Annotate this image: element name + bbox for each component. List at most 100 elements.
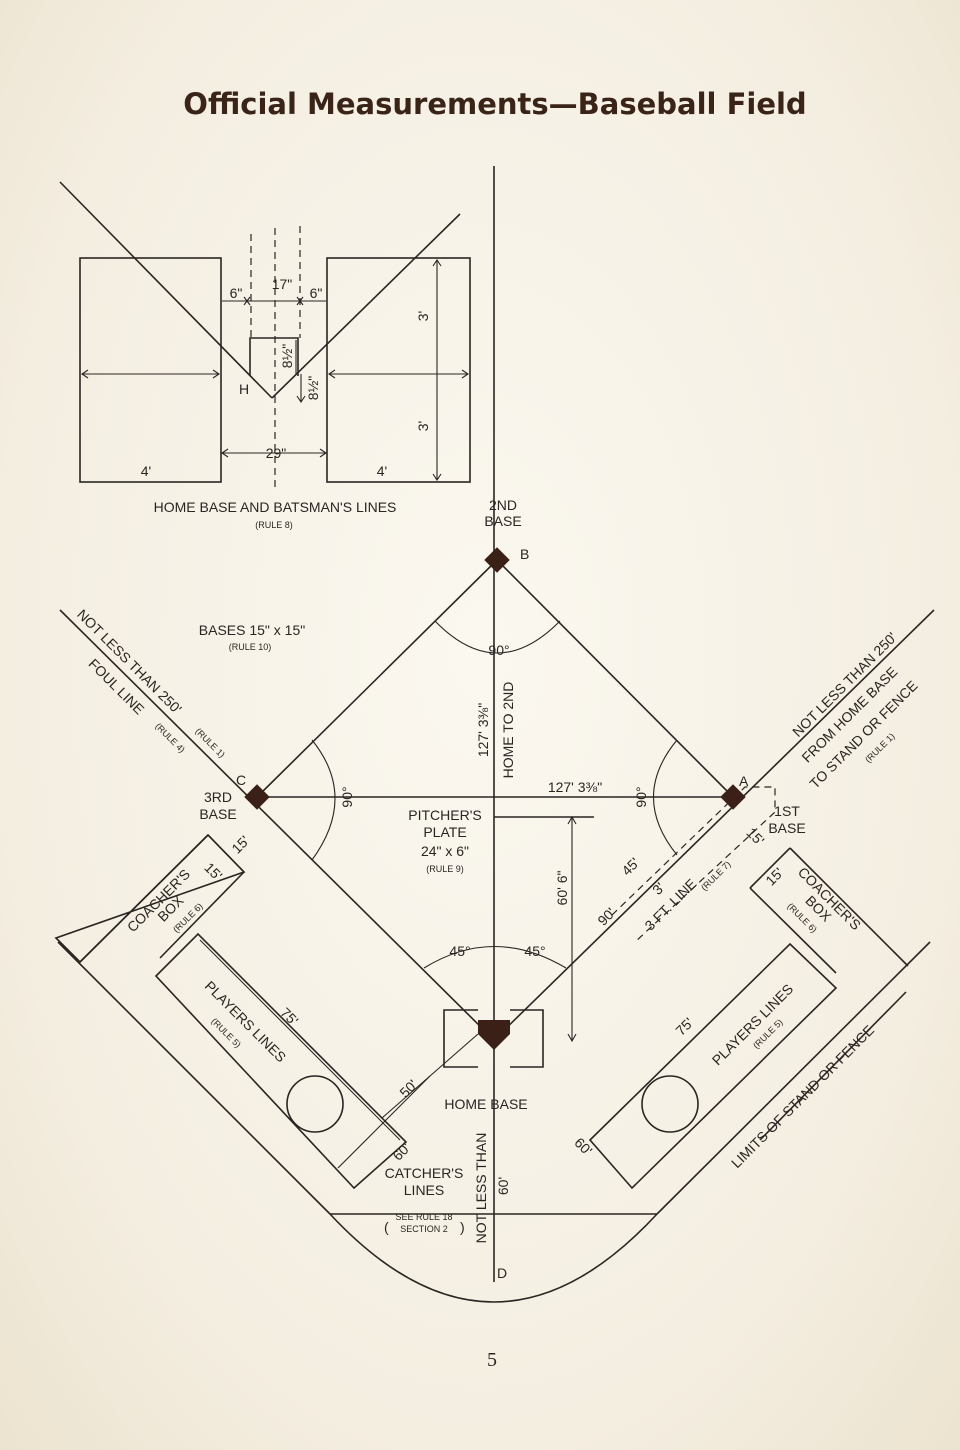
players-dim-left bbox=[199, 939, 401, 1141]
inset-dim-3-bottom: 3' bbox=[415, 421, 431, 431]
inset-dim-6-right: 6" bbox=[310, 285, 323, 301]
on-deck-circle-right bbox=[641, 1075, 699, 1133]
second-base-letter: B bbox=[520, 546, 529, 562]
third-base bbox=[244, 784, 270, 810]
angle-90-top: 90° bbox=[488, 642, 509, 658]
three-ft-dim-45: 45' bbox=[618, 854, 642, 878]
angle-45-left: 45° bbox=[449, 943, 470, 959]
home-plate bbox=[478, 1020, 510, 1050]
angle-45-right: 45° bbox=[524, 943, 545, 959]
limits-label: LIMITS OF STAND OR FENCE bbox=[728, 1022, 877, 1171]
catchers-lines-line2: LINES bbox=[404, 1182, 444, 1198]
players-right-dim: 75' bbox=[672, 1014, 696, 1038]
field-labels: 2ND BASE B 3RD BASE C 1ST BASE A HOME BA… bbox=[74, 497, 920, 1281]
inset-dim-4-right: 4' bbox=[377, 463, 387, 479]
dist-127-vertical: 127' 3⅜" bbox=[475, 703, 491, 757]
coach-right-dim-a: 15' bbox=[743, 824, 767, 848]
third-base-letter: C bbox=[236, 772, 246, 788]
three-ft-dim-3: 3' bbox=[649, 879, 668, 898]
players-lines-right-box bbox=[588, 942, 838, 1190]
coach-box-right-bottom bbox=[749, 887, 837, 974]
pitchers-plate-line1: PITCHER'S bbox=[408, 807, 481, 823]
page-number: 5 bbox=[487, 1349, 497, 1371]
dist-60-left: 60' bbox=[389, 1139, 413, 1163]
three-ft-line bbox=[611, 786, 776, 943]
inset-dim-8half-a: 8½" bbox=[279, 344, 295, 368]
angle-arc-right bbox=[652, 739, 678, 856]
inset-caption: HOME BASE AND BATSMAN'S LINES bbox=[154, 499, 397, 515]
first-base-line1: 1ST bbox=[774, 803, 800, 819]
foul-left-rule1: (RULE 1) bbox=[193, 726, 227, 760]
inset-foul-line-left bbox=[59, 181, 273, 399]
inset-batters-box-right bbox=[326, 257, 471, 483]
dist-60-bottom: 60' bbox=[495, 1177, 511, 1195]
field-lines bbox=[54, 166, 935, 1303]
inset-width-right-arrows bbox=[328, 369, 469, 379]
second-base-line2: BASE bbox=[484, 513, 521, 529]
inset-width-left-arrows bbox=[81, 369, 220, 379]
baseline-2nd-1st bbox=[496, 559, 734, 798]
third-base-line1: 3RD bbox=[204, 789, 232, 805]
angle-arc-top bbox=[434, 620, 561, 654]
inset-rule: (RULE 8) bbox=[255, 520, 293, 530]
inset-arrow-8half bbox=[296, 395, 306, 403]
first-base-line2: BASE bbox=[768, 820, 805, 836]
angle-arc-left bbox=[311, 739, 336, 861]
dist-60-6-label: 60' 6" bbox=[554, 871, 570, 906]
coach-box-right-side bbox=[749, 847, 791, 889]
coach-box-right-top bbox=[789, 847, 909, 967]
inset-dim-17: 17" bbox=[272, 276, 293, 292]
coach-box-left-top bbox=[79, 834, 209, 963]
pitchers-plate-line3: 24" x 6" bbox=[421, 843, 469, 859]
back-arc bbox=[329, 1213, 658, 1303]
coach-right-dim-b: 15' bbox=[762, 864, 786, 888]
limits-line bbox=[759, 991, 907, 1141]
angle-arc-home bbox=[423, 946, 567, 969]
home-to-2nd-label: HOME TO 2ND bbox=[500, 682, 516, 779]
left-foul-line bbox=[59, 609, 495, 1041]
angle-90-left: 90° bbox=[339, 786, 355, 807]
second-base-line1: 2ND bbox=[489, 497, 517, 513]
pitchers-plate-line2: PLATE bbox=[423, 824, 466, 840]
inset-batters-box-left bbox=[79, 257, 222, 483]
three-ft-dim-90: 90' bbox=[594, 904, 618, 928]
inset-29-arrows bbox=[221, 448, 327, 458]
page-title: Official Measurements—Baseball Field bbox=[183, 87, 806, 121]
inset-home-base-diagram: 6" 17" 6" 8½" 8½" H 29" 4' 4' 3' 3' HOME… bbox=[59, 181, 471, 530]
foul-left-rule2: (RULE 4) bbox=[153, 721, 187, 755]
angle-90-right: 90° bbox=[633, 786, 649, 807]
coach-box-left-bottom bbox=[159, 871, 245, 959]
inset-dim-8half-b: 8½" bbox=[305, 376, 321, 400]
not-less-than-label: NOT LESS THAN bbox=[473, 1133, 489, 1244]
home-base-label: HOME BASE bbox=[444, 1096, 527, 1112]
catchers-box-right bbox=[510, 1009, 544, 1068]
catchers-box-left bbox=[443, 1009, 478, 1068]
dist-50: 50' bbox=[396, 1076, 420, 1100]
coach-left-dim-a: 15' bbox=[228, 832, 252, 856]
inset-height-arrows bbox=[432, 259, 442, 481]
inset-label-h: H bbox=[239, 381, 249, 397]
inset-dim-4-left: 4' bbox=[141, 463, 151, 479]
inset-dim-29: 29" bbox=[266, 445, 287, 461]
catchers-lines-see1: SEE RULE 18 bbox=[395, 1212, 452, 1222]
pitchers-plate-rule: (RULE 9) bbox=[426, 864, 464, 874]
first-base-letter: A bbox=[739, 773, 749, 789]
boundary-right bbox=[656, 941, 931, 1215]
players-lines-left-box bbox=[154, 932, 408, 1190]
coach-box-left-side bbox=[207, 834, 245, 873]
on-deck-circle-left bbox=[286, 1075, 344, 1133]
baseline-3rd-2nd bbox=[256, 559, 498, 798]
inset-home-plate-outline bbox=[249, 337, 299, 376]
inset-foul-line-right bbox=[271, 213, 461, 399]
players-left-dim: 75' bbox=[277, 1004, 301, 1028]
catchers-paren-close: ) bbox=[460, 1219, 465, 1235]
dist-60-6-arrows bbox=[567, 815, 577, 1043]
inset-dim-6-left: 6" bbox=[230, 285, 243, 301]
third-base-line2: BASE bbox=[199, 806, 236, 822]
catchers-lines-see2: SECTION 2 bbox=[400, 1224, 448, 1234]
dist-127-horizontal: 127' 3⅜" bbox=[548, 779, 602, 795]
boundary-left bbox=[57, 941, 331, 1215]
bases-rule: (RULE 10) bbox=[229, 642, 272, 652]
